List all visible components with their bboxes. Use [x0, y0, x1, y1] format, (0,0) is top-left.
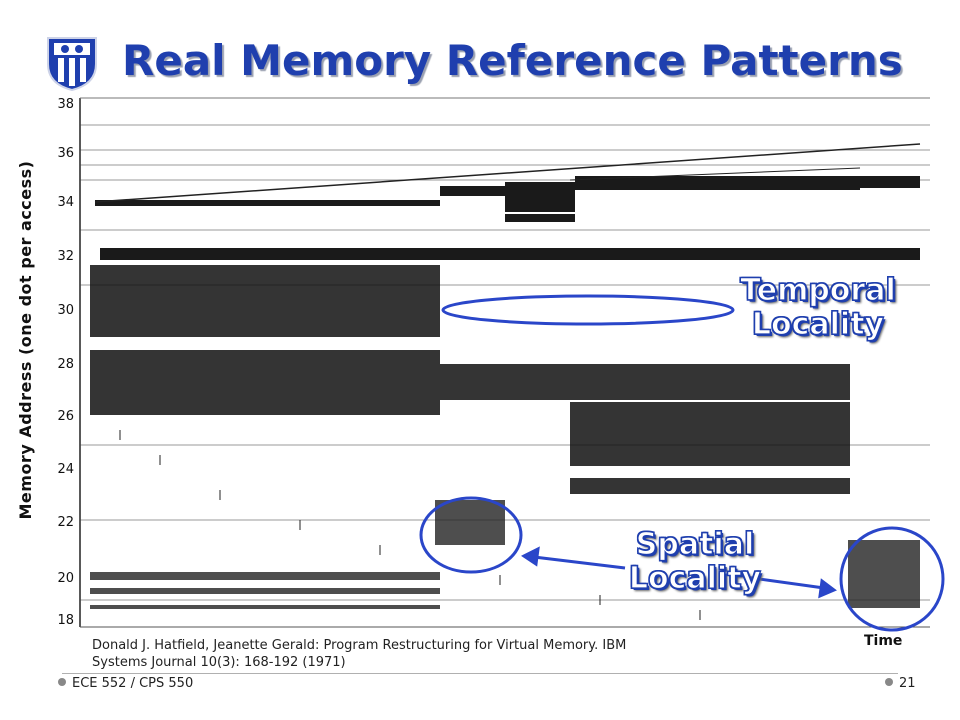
- y-tick-30: 30: [57, 303, 74, 318]
- page-title: Real Memory Reference Patterns: [122, 36, 903, 85]
- temporal-locality-callout: Temporal Locality: [728, 273, 908, 342]
- y-axis-ticks: 38 36 34 32 30 28 26 24 22 20 18: [57, 97, 74, 628]
- spatial-callout-line-1: Spatial: [635, 527, 755, 562]
- y-tick-26: 26: [57, 409, 74, 424]
- temporal-ellipse: [441, 294, 735, 326]
- duke-shield-icon: [44, 34, 100, 92]
- bullet-icon: [58, 678, 66, 686]
- y-tick-36: 36: [57, 146, 74, 161]
- memory-reference-plot: 38 36 34 32 30 28 26 24 22 20 18: [57, 97, 945, 632]
- page-number: 21: [899, 676, 916, 691]
- y-tick-24: 24: [57, 462, 74, 477]
- temporal-callout-line-2: Locality: [751, 307, 885, 342]
- citation-line-2: Systems Journal 10(3): 168-192 (1971): [92, 655, 346, 670]
- bottom-trace: [90, 500, 920, 609]
- spatial-arrows: [521, 546, 837, 599]
- upper-trace: [95, 176, 920, 260]
- footer-course: ECE 552 / CPS 550: [58, 676, 193, 691]
- y-axis-label: Memory Address (one dot per access): [16, 160, 35, 520]
- spatial-callout-line-2: Locality: [628, 561, 762, 596]
- dense-trace-right: [440, 364, 850, 494]
- spatial-locality-callout: Spatial Locality: [620, 527, 770, 596]
- dense-trace-left: [90, 265, 440, 415]
- spatial-ellipse-left: [419, 496, 523, 574]
- y-tick-28: 28: [57, 357, 74, 372]
- footer-divider: [62, 673, 898, 674]
- spatial-ellipse-right: [839, 526, 945, 632]
- course-label: ECE 552 / CPS 550: [72, 676, 194, 691]
- y-tick-20: 20: [57, 571, 74, 586]
- temporal-callout-line-1: Temporal: [740, 273, 897, 308]
- y-tick-22: 22: [57, 515, 74, 530]
- x-axis-label: Time: [864, 633, 903, 649]
- footer-page: 21: [885, 676, 916, 691]
- y-tick-18: 18: [57, 613, 74, 628]
- citation-line-1: Donald J. Hatfield, Jeanette Gerald: Pro…: [92, 638, 627, 653]
- bullet-icon: [885, 678, 893, 686]
- y-tick-32: 32: [57, 249, 74, 264]
- y-tick-38: 38: [57, 97, 74, 112]
- citation: Donald J. Hatfield, Jeanette Gerald: Pro…: [92, 637, 772, 671]
- y-tick-34: 34: [57, 195, 74, 210]
